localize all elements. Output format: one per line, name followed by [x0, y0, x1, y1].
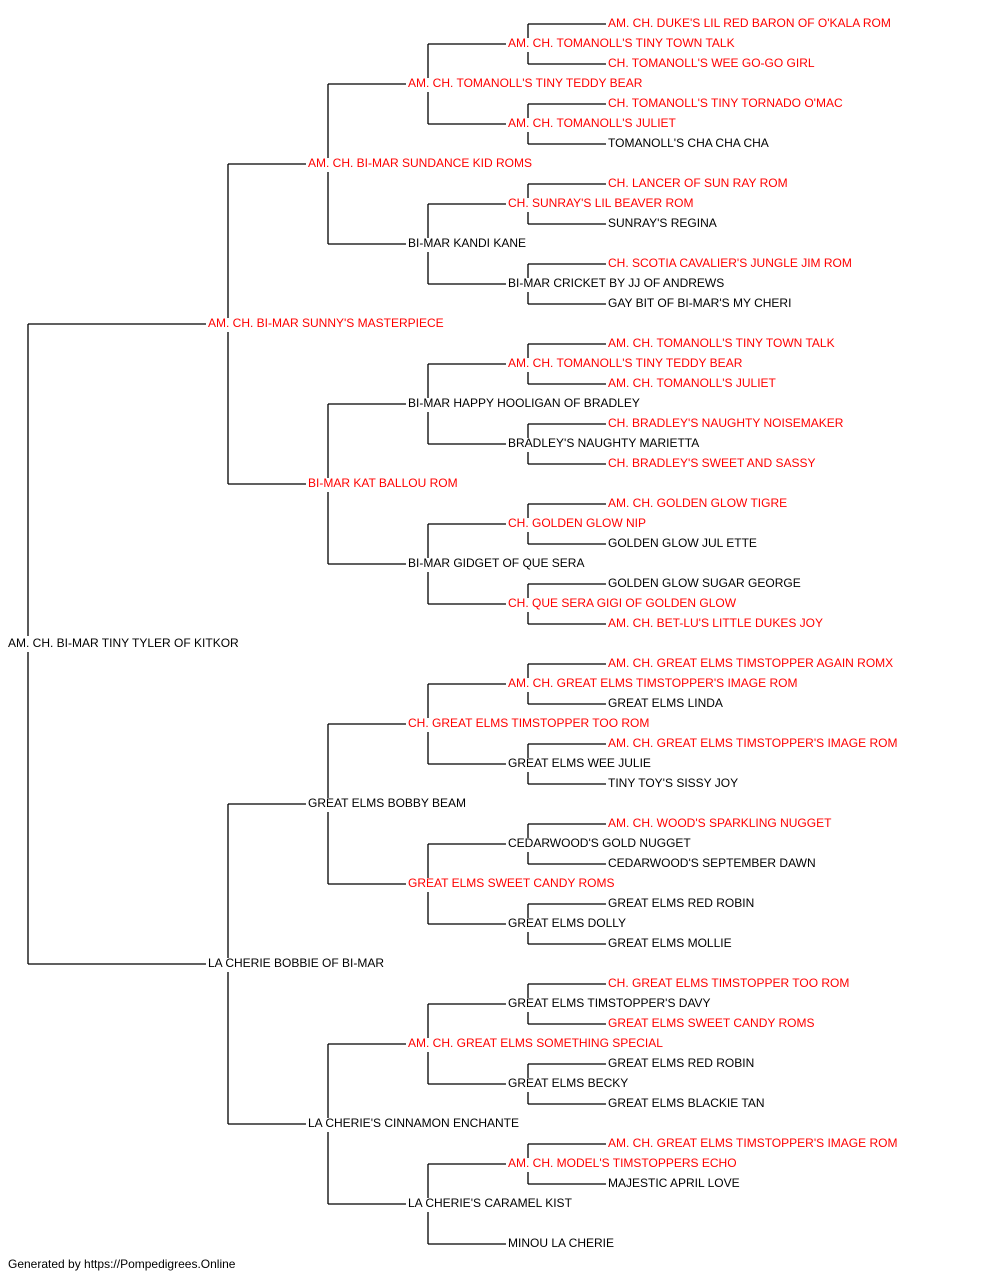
ancestor-name: AM. CH. GREAT ELMS TIMSTOPPER AGAIN ROMX [608, 656, 894, 670]
ancestor-name: AM. CH. GREAT ELMS TIMSTOPPER'S IMAGE RO… [608, 1136, 898, 1150]
ancestor-name: TOMANOLL'S CHA CHA CHA [608, 136, 769, 150]
ancestor-name: GREAT ELMS WEE JULIE [508, 756, 651, 770]
ancestor-name: BI-MAR CRICKET BY JJ OF ANDREWS [508, 276, 725, 290]
ancestor-name: CH. TOMANOLL'S TINY TORNADO O'MAC [608, 96, 843, 110]
ancestor-name: AM. CH. TOMANOLL'S TINY TEDDY BEAR [408, 76, 643, 90]
footer-credit: Generated by https://Pompedigrees.Online [8, 1257, 236, 1271]
ancestor-name: AM. CH. GREAT ELMS TIMSTOPPER'S IMAGE RO… [608, 736, 898, 750]
ancestor-name: AM. CH. TOMANOLL'S JULIET [608, 376, 776, 390]
ancestor-name: CH. BRADLEY'S SWEET AND SASSY [608, 456, 816, 470]
ancestor-name: AM. CH. MODEL'S TIMSTOPPERS ECHO [508, 1156, 737, 1170]
ancestor-name: AM. CH. TOMANOLL'S JULIET [508, 116, 676, 130]
ancestor-name: GREAT ELMS BLACKIE TAN [608, 1096, 765, 1110]
ancestor-name: MINOU LA CHERIE [508, 1236, 615, 1250]
ancestor-name: GREAT ELMS SWEET CANDY ROMS [408, 876, 615, 890]
ancestor-name: SUNRAY'S REGINA [608, 216, 717, 230]
ancestor-name: CH. LANCER OF SUN RAY ROM [608, 176, 788, 190]
ancestor-name: AM. CH. GOLDEN GLOW TIGRE [608, 496, 788, 510]
ancestor-name: CEDARWOOD'S GOLD NUGGET [508, 836, 691, 850]
ancestor-name: GREAT ELMS RED ROBIN [608, 896, 755, 910]
ancestor-name: MAJESTIC APRIL LOVE [608, 1176, 740, 1190]
ancestor-name: AM. CH. BI-MAR SUNDANCE KID ROMS [308, 156, 533, 170]
ancestor-name: CH. GREAT ELMS TIMSTOPPER TOO ROM [608, 976, 850, 990]
ancestor-name: GREAT ELMS TIMSTOPPER'S DAVY [508, 996, 711, 1010]
ancestor-name: AM. CH. WOOD'S SPARKLING NUGGET [608, 816, 832, 830]
ancestor-name: CH. GOLDEN GLOW NIP [508, 516, 647, 530]
subject-dog-name: AM. CH. BI-MAR TINY TYLER OF KITKOR [8, 636, 239, 650]
ancestor-name: GREAT ELMS MOLLIE [608, 936, 732, 950]
ancestor-name: AM. CH. TOMANOLL'S TINY TOWN TALK [508, 36, 735, 50]
ancestor-name: CH. GREAT ELMS TIMSTOPPER TOO ROM [408, 716, 650, 730]
ancestor-name: AM. CH. TOMANOLL'S TINY TOWN TALK [608, 336, 835, 350]
ancestor-name: GREAT ELMS RED ROBIN [608, 1056, 755, 1070]
ancestor-name: AM. CH. BI-MAR SUNNY'S MASTERPIECE [208, 316, 444, 330]
ancestor-name: BRADLEY'S NAUGHTY MARIETTA [508, 436, 700, 450]
ancestor-name: TINY TOY'S SISSY JOY [608, 776, 739, 790]
ancestor-name: CH. SCOTIA CAVALIER'S JUNGLE JIM ROM [608, 256, 852, 270]
ancestor-name: GAY BIT OF BI-MAR'S MY CHERI [608, 296, 792, 310]
ancestor-name: CH. BRADLEY'S NAUGHTY NOISEMAKER [608, 416, 844, 430]
ancestor-name: GREAT ELMS BECKY [508, 1076, 629, 1090]
ancestor-name: AM. CH. DUKE'S LIL RED BARON OF O'KALA R… [608, 16, 891, 30]
ancestor-name: GREAT ELMS LINDA [608, 696, 723, 710]
ancestor-name: CH. SUNRAY'S LIL BEAVER ROM [508, 196, 694, 210]
ancestor-name: AM. CH. GREAT ELMS SOMETHING SPECIAL [408, 1036, 663, 1050]
ancestor-name: AM. CH. TOMANOLL'S TINY TEDDY BEAR [508, 356, 743, 370]
ancestor-name: CH. QUE SERA GIGI OF GOLDEN GLOW [508, 596, 737, 610]
ancestor-name: GREAT ELMS DOLLY [508, 916, 627, 930]
ancestor-name: CEDARWOOD'S SEPTEMBER DAWN [608, 856, 816, 870]
ancestor-name: GREAT ELMS BOBBY BEAM [308, 796, 467, 810]
ancestor-name: BI-MAR GIDGET OF QUE SERA [408, 556, 585, 570]
ancestor-name: LA CHERIE'S CINNAMON ENCHANTE [308, 1116, 519, 1130]
ancestor-name: LA CHERIE'S CARAMEL KIST [408, 1196, 572, 1210]
ancestor-name: GOLDEN GLOW SUGAR GEORGE [608, 576, 801, 590]
ancestor-name: CH. TOMANOLL'S WEE GO-GO GIRL [608, 56, 815, 70]
ancestor-name: AM. CH. GREAT ELMS TIMSTOPPER'S IMAGE RO… [508, 676, 798, 690]
ancestor-name: BI-MAR KAT BALLOU ROM [308, 476, 458, 490]
ancestor-name: AM. CH. BET-LU'S LITTLE DUKES JOY [608, 616, 824, 630]
ancestor-name: GREAT ELMS SWEET CANDY ROMS [608, 1016, 815, 1030]
ancestor-name: BI-MAR HAPPY HOOLIGAN OF BRADLEY [408, 396, 640, 410]
ancestor-name: LA CHERIE BOBBIE OF BI-MAR [208, 956, 385, 970]
ancestor-name: BI-MAR KANDI KANE [408, 236, 527, 250]
ancestor-name: GOLDEN GLOW JUL ETTE [608, 536, 757, 550]
